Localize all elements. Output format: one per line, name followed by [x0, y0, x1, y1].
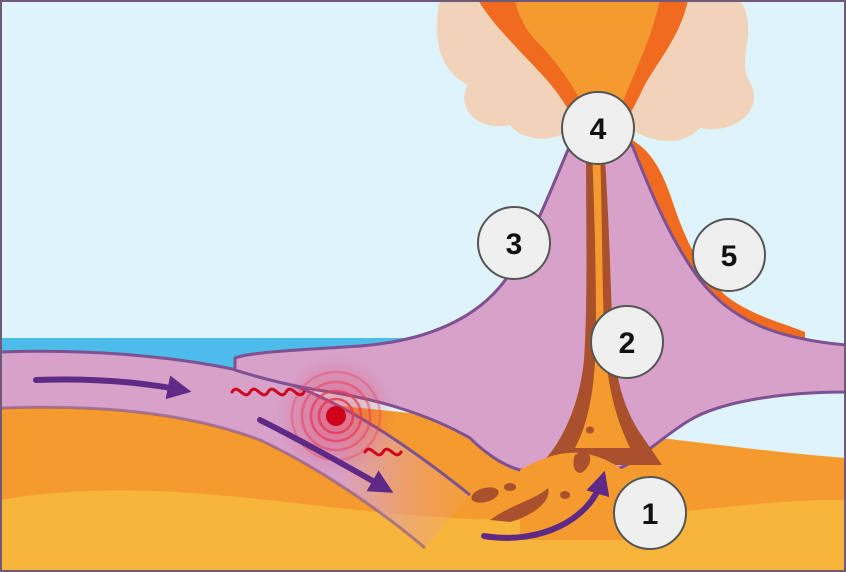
- label-3-text: 3: [506, 228, 523, 261]
- label-badge-2: 2: [591, 306, 663, 378]
- earthquake-hypocenter: [326, 406, 346, 426]
- label-badge-5: 5: [693, 219, 765, 291]
- magma-blob: [504, 483, 516, 491]
- label-2-text: 2: [619, 327, 636, 360]
- label-badge-1: 1: [614, 477, 686, 549]
- magma-blob: [586, 427, 594, 434]
- label-badge-3: 3: [478, 207, 550, 279]
- label-5-text: 5: [721, 240, 738, 273]
- label-1-text: 1: [642, 498, 659, 531]
- label-badge-4: 4: [562, 92, 634, 164]
- label-4-text: 4: [590, 113, 607, 146]
- magma-blob: [560, 491, 570, 499]
